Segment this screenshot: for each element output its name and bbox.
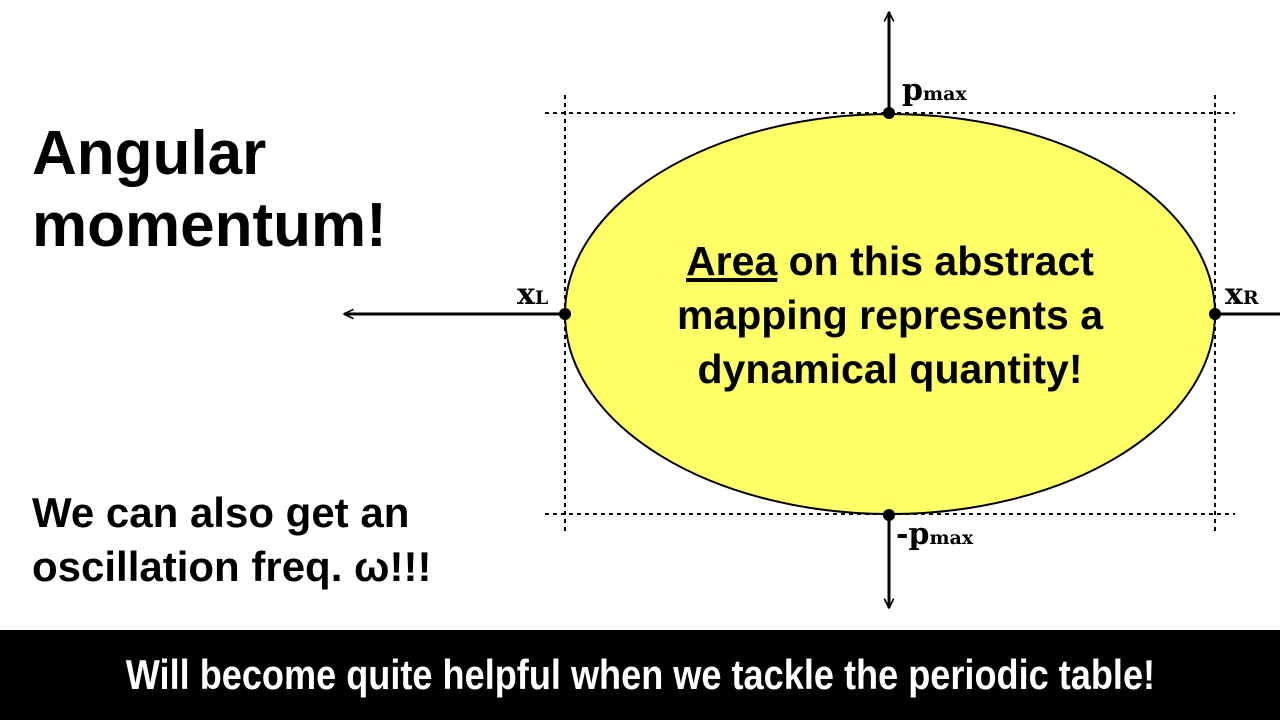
ellipse-caption-line-2: mapping represents a [676, 292, 1104, 338]
title-line-2: momentum! [32, 191, 387, 260]
side-note-line-2: oscillation freq. ω!!! [32, 543, 432, 590]
dot-p-max [883, 107, 895, 119]
title-line-1: Angular [32, 119, 267, 188]
side-note-line-1: We can also get an [32, 489, 410, 536]
ellipse-caption: Area on this abstract mapping represents… [600, 234, 1180, 396]
slide-title: Angular momentum! [32, 118, 492, 262]
ellipse-caption-line-1: Area on this abstract [686, 238, 1094, 284]
dot-x-left [559, 308, 571, 320]
underlined-word: Area [686, 238, 778, 284]
label-p-max: pmax [902, 73, 967, 108]
dot-neg-p-max [883, 509, 895, 521]
side-note: We can also get an oscillation freq. ω!!… [32, 486, 552, 594]
label-neg-p-max: -pmax [896, 517, 974, 552]
ellipse-caption-line-3: dynamical quantity! [697, 346, 1083, 392]
label-x-left: xL [517, 277, 549, 312]
dot-x-right [1209, 308, 1221, 320]
label-x-right: xR [1225, 277, 1259, 312]
banner-text: Will become quite helpful when we tackle… [125, 651, 1155, 698]
bottom-banner: Will become quite helpful when we tackle… [0, 630, 1280, 720]
